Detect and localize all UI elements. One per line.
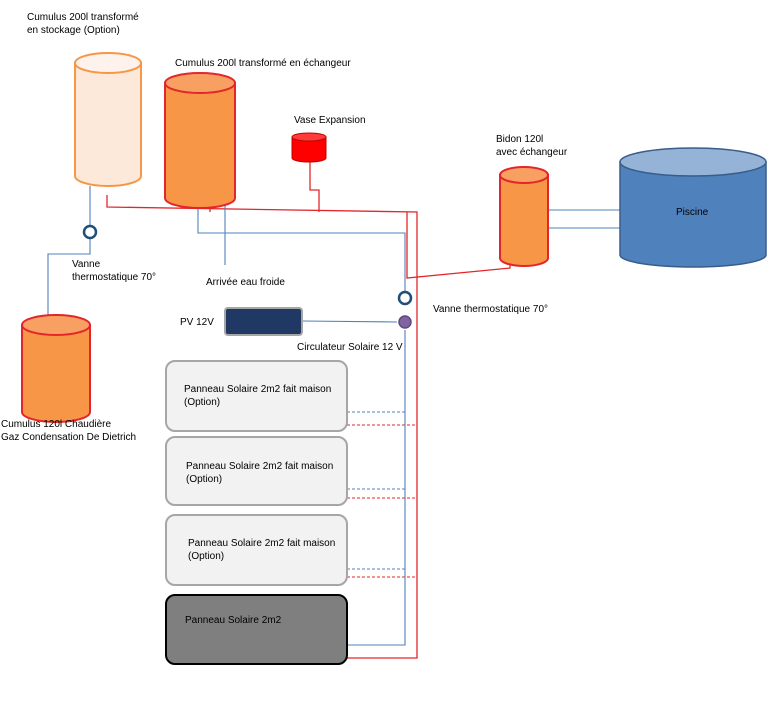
label-bidon: Bidon 120l avec échangeur	[496, 134, 568, 158]
cold-pipes	[47, 186, 620, 646]
cumulus-stockage-tank	[74, 52, 142, 187]
circulateur-solaire-pump	[398, 315, 412, 329]
cold-pipe-return	[347, 330, 406, 646]
label-arrivee-eau: Arrivée eau froide	[206, 277, 285, 288]
pv-wire	[301, 320, 398, 323]
optional-connections	[347, 411, 417, 578]
label-vase-expansion: Vase Expansion	[294, 115, 366, 126]
label-panel-2: Panneau Solaire 2m2 fait maison (Option)	[186, 461, 334, 485]
hot-pipe-main	[106, 195, 418, 659]
label-pv: PV 12V	[180, 317, 214, 328]
solar-panel-2	[165, 436, 348, 506]
label-piscine: Piscine	[676, 207, 709, 218]
label-panel-1: Panneau Solaire 2m2 fait maison (Option)	[184, 384, 332, 408]
solar-panel-3	[165, 514, 348, 586]
label-circulateur: Circulateur Solaire 12 V	[297, 342, 403, 353]
label-cumulus-stockage: Cumulus 200l transformé en stockage (Opt…	[27, 12, 139, 36]
label-cumulus-echangeur: Cumulus 200l transformé en échangeur	[175, 58, 351, 69]
cold-pipe-main	[197, 205, 406, 292]
cumulus-chaudiere-tank	[21, 314, 91, 423]
cumulus-echangeur-tank	[164, 72, 236, 209]
piscine-pool	[619, 147, 767, 268]
solar-panel-main	[165, 594, 348, 665]
label-cumulus-chaudiere: Cumulus 120l Chaudière Gaz Condensation …	[1, 419, 137, 443]
label-panel-3: Panneau Solaire 2m2 fait maison (Option)	[188, 538, 336, 562]
hot-pipe-vase	[309, 162, 320, 212]
vanne-thermostatique-left-valve	[82, 224, 98, 240]
cold-pipe-valve-chaudiere	[47, 239, 91, 320]
label-vanne-left: Vanne thermostatique 70°	[72, 259, 157, 283]
vanne-thermostatique-right-valve	[397, 290, 413, 306]
solar-panel-1	[165, 360, 348, 432]
bidon-tank	[499, 166, 549, 267]
label-panel-main: Panneau Solaire 2m2	[185, 615, 282, 626]
hot-pipe-bidon	[406, 212, 511, 279]
vase-expansion-tank	[291, 132, 327, 163]
label-vanne-right: Vanne thermostatique 70°	[433, 304, 548, 315]
pv-panel	[224, 307, 303, 336]
